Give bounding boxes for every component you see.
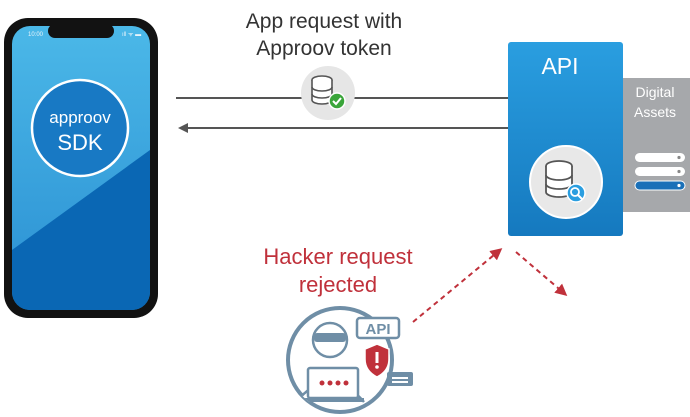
server-stack-icon [634,153,686,191]
app-request-label-line1: App request with [246,10,402,33]
assets-label-line2: Assets [634,104,676,120]
status-time: 10:00 [28,32,44,38]
magnifier-icon [566,183,586,203]
phone-notch [48,24,114,38]
status-icons: ıll ᯤ ▬ [122,32,141,38]
check-icon [328,92,346,110]
rejected-arrow [515,251,568,296]
sdk-label: SDK [57,130,103,155]
app-request-label-line2: Approov token [256,37,391,60]
approov-token-icon [301,66,355,120]
hacker-icon: API [286,306,413,414]
hacker-label-line1: Hacker request [263,244,412,269]
attack-arrow [412,248,503,323]
assets-label-line1: Digital [636,84,675,100]
api-label: API [541,53,578,79]
smartphone: 10:00 ıll ᯤ ▬ approov SDK [4,18,158,318]
hacker-label-line2: rejected [299,272,377,297]
screen-diagonal-shade [12,150,150,310]
sdk-brand: approov [49,108,111,127]
database-search-icon [529,145,603,219]
api-panel: API [508,42,623,236]
api-badge [355,316,401,340]
api-badge-label: API [365,321,390,338]
digital-assets-panel: Digital Assets [620,78,690,212]
sdk-badge [30,78,130,178]
